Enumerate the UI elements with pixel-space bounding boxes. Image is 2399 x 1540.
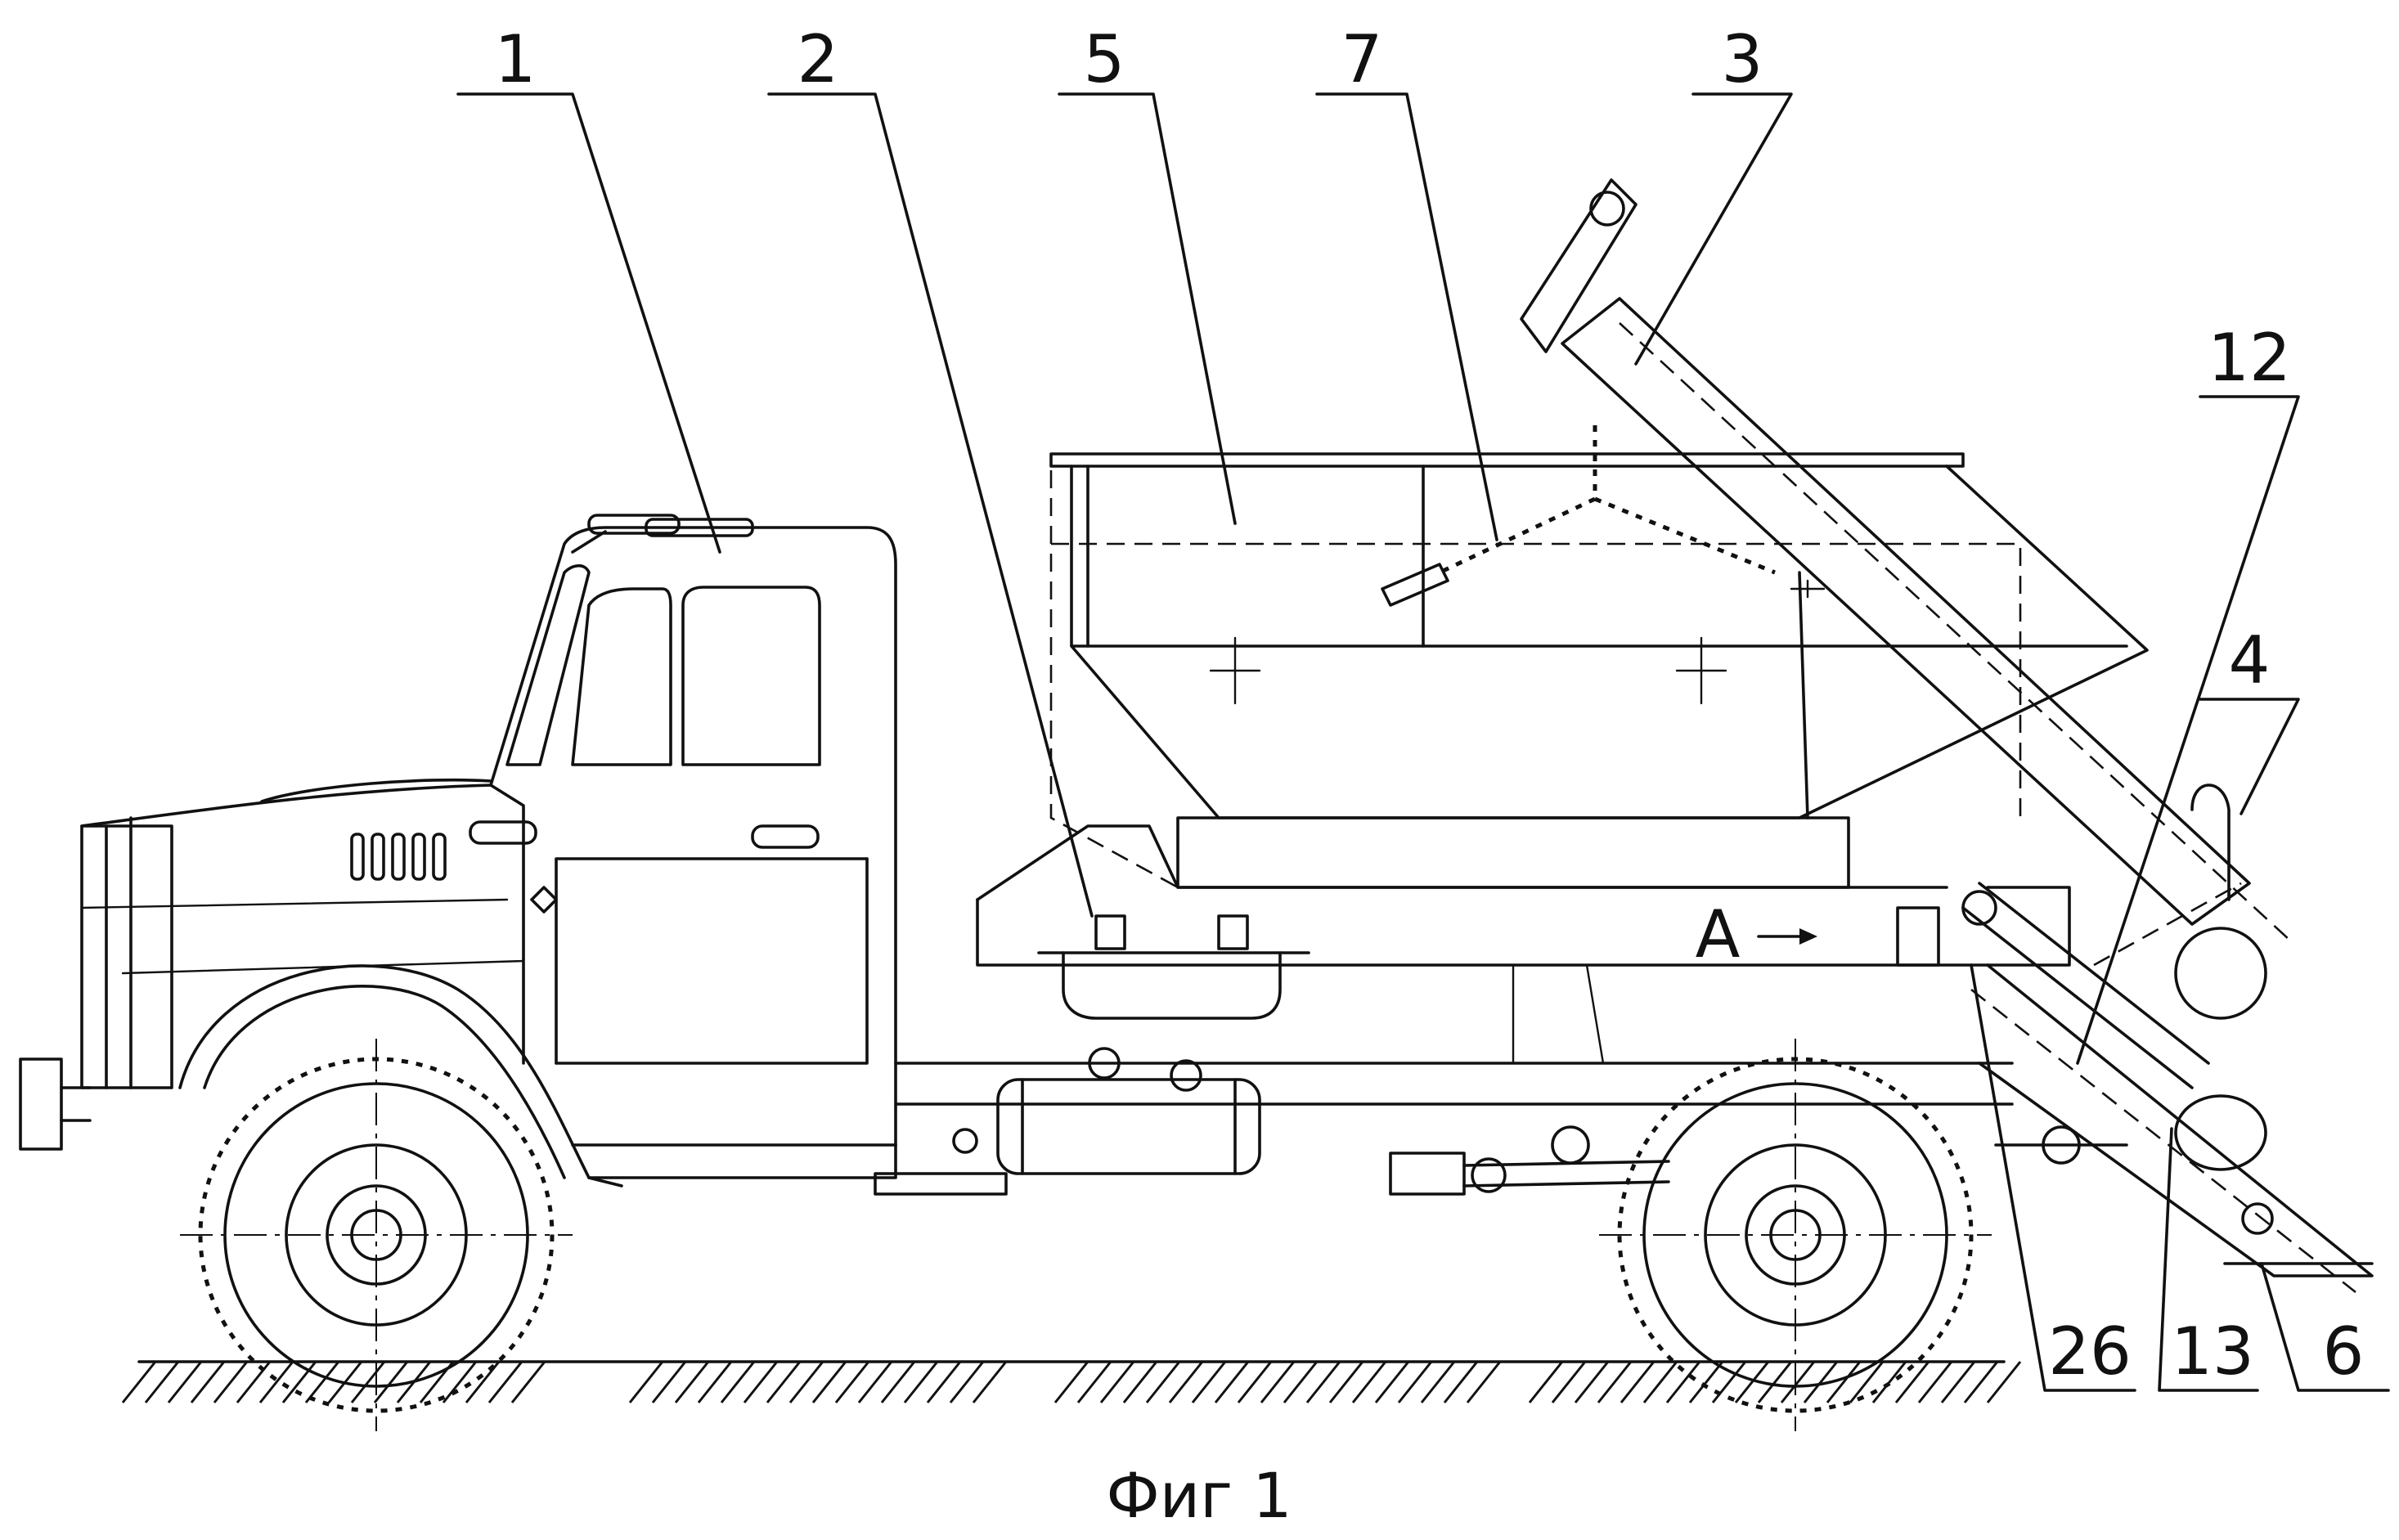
callout-3: 3 [1722, 21, 1763, 97]
callout-5: 5 [1084, 21, 1125, 97]
callout-26: 26 [2048, 1313, 2132, 1390]
figure-caption: Фиг 1 [1106, 1459, 1292, 1532]
callout-12: 12 [2208, 320, 2291, 396]
callout-2: 2 [797, 21, 839, 97]
truck-cab [20, 515, 1006, 1194]
callout-1: 1 [495, 21, 537, 97]
skip-container [1051, 425, 2147, 887]
callout-4: 4 [2229, 622, 2271, 698]
view-marker-a: A [1696, 896, 1741, 972]
callout-6: 6 [2323, 1313, 2365, 1390]
callout-7: 7 [1341, 21, 1383, 97]
view-arrow-head [1799, 928, 1817, 945]
callout-labels: 1 2 5 7 3 12 4 26 13 6 A [495, 21, 2365, 1390]
rear-wheel [1599, 1039, 1992, 1431]
callout-13: 13 [2171, 1313, 2254, 1390]
